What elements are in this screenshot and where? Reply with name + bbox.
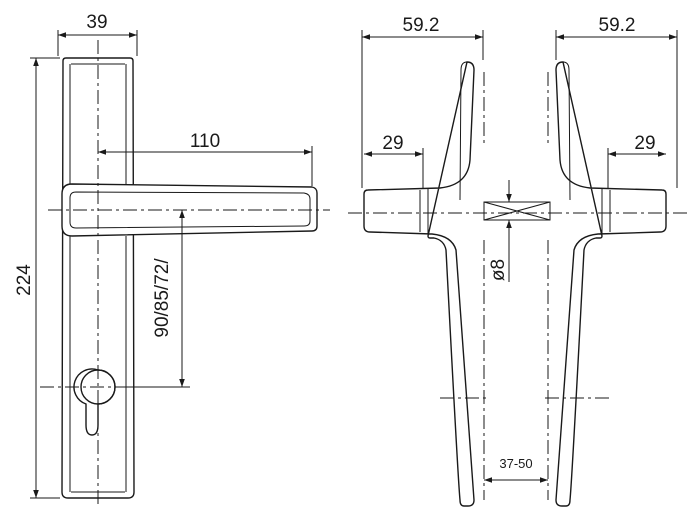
dim-lever-length: 110	[190, 131, 220, 152]
spindle	[483, 201, 551, 221]
lever-handle	[61, 183, 318, 237]
dim-lever-depth-right: 29	[634, 133, 655, 154]
dim-plate-height: 224	[14, 264, 35, 296]
dim-rose-width-right: 59.2	[599, 15, 636, 36]
dim-center-distance: 90/85/72/	[152, 258, 173, 338]
dim-lever-depth-left: 29	[382, 133, 403, 154]
left-handle-profile	[363, 61, 475, 507]
dim-rose-width-left: 59.2	[403, 15, 440, 36]
side-view: 59.2 59.2 29 29 ø8 37-50	[348, 15, 690, 507]
right-handle-profile	[555, 61, 667, 507]
dim-spindle: ø8	[488, 259, 509, 281]
dim-door-thickness: 37-50	[499, 456, 532, 471]
lever-handle-inner	[69, 191, 311, 229]
front-view: 39 224 110 90/85/72/	[14, 12, 330, 505]
dim-plate-width: 39	[86, 12, 107, 33]
